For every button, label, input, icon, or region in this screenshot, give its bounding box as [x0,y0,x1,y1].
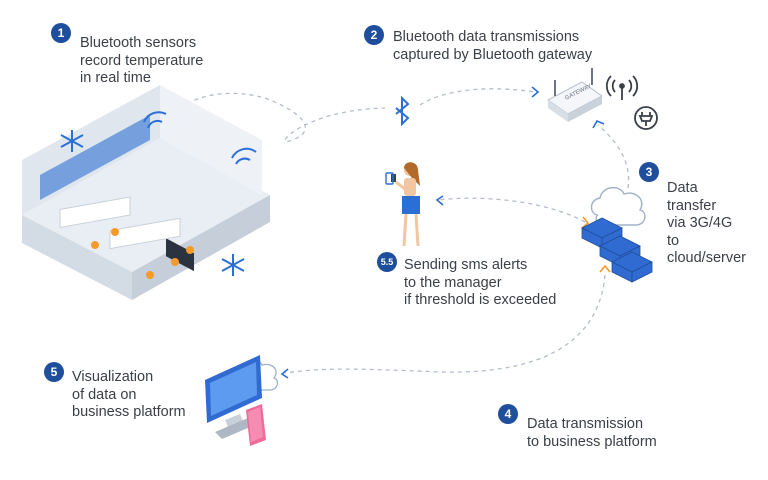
step-4-badge: 4 [498,404,518,424]
arrowhead-server-down [599,264,611,273]
arrowhead-server [581,216,590,229]
gateway-router: GATEWAY [547,68,603,122]
connector-room-to-bluetooth [167,92,386,143]
arrowhead-gateway-up [592,119,605,129]
connector-bluetooth-to-gateway [419,88,536,106]
step-5-5-label: Sending sms alerts to the manager if thr… [404,257,557,308]
step-5-badge: 5 [44,362,64,382]
arrowhead-person [435,195,444,206]
power-plug-icon [634,106,658,130]
step-5-label: Visualization of data on business platfo… [72,369,186,420]
connector-lines [167,88,630,374]
snowflake-icon [60,130,245,276]
cloud-server [581,187,653,283]
step-3-badge: 3 [639,162,659,182]
connector-cloud-to-gateway [597,124,630,189]
arrowhead-platform [280,368,289,379]
step-5-5-badge: 5.5 [377,252,397,272]
sensor-signal-icons [143,111,257,165]
step-2-badge: 2 [364,25,384,45]
step-1-badge: 1 [51,23,71,43]
office-room [22,85,270,300]
business-platform-devices [205,355,279,446]
arrowhead-gateway [531,86,540,98]
step-3-label: Data transfer via 3G/4G to cloud/server [667,180,746,266]
phone-icon [385,172,394,185]
step-1-label: Bluetooth sensors record temperature in … [80,35,204,86]
manager-person [391,162,420,247]
bluetooth-icon [395,95,410,127]
connector-cloud-to-person [437,197,586,223]
connector-server-to-platform [284,274,606,374]
arrowheads [280,86,611,379]
step-4-label: Data transmission to business platform [527,416,657,450]
step-2-label: Bluetooth data transmissions captured by… [393,29,593,63]
antenna-signal-icon [605,75,639,100]
